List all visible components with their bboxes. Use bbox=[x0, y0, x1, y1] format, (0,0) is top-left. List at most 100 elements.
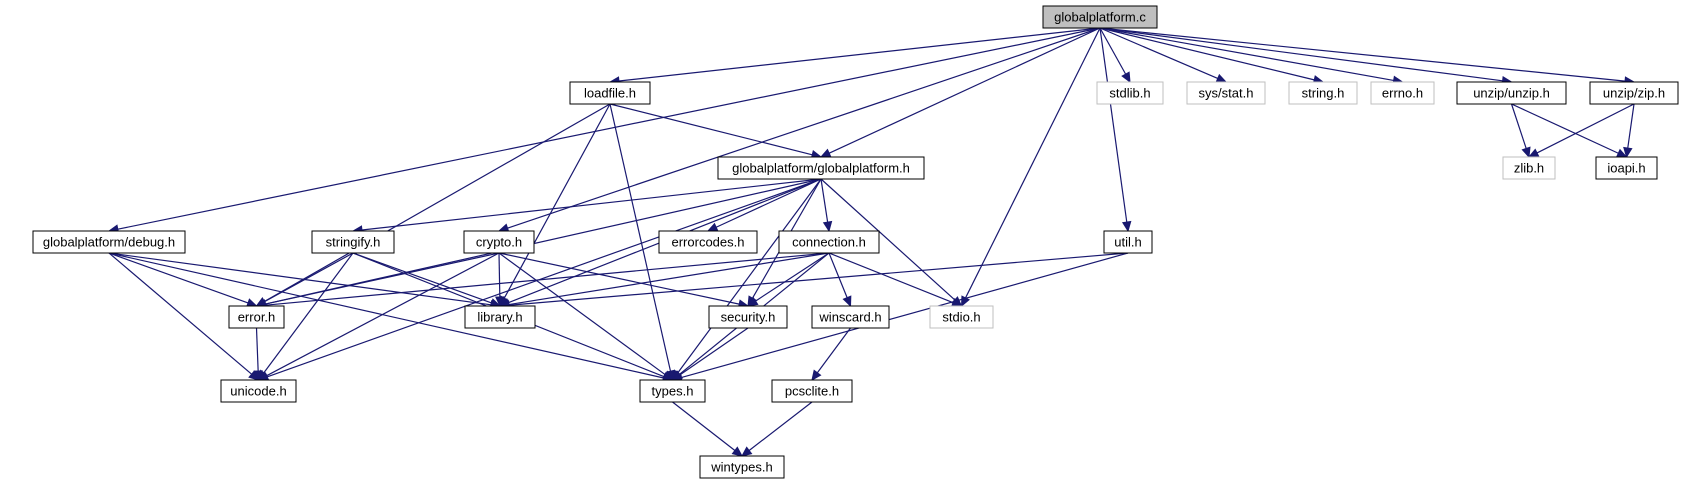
node-label: util.h bbox=[1114, 235, 1141, 250]
node-label: globalplatform/debug.h bbox=[43, 235, 175, 250]
node-errorcodes-h[interactable]: errorcodes.h bbox=[658, 230, 758, 254]
edge-line bbox=[1099, 27, 1503, 82]
edge-arrowhead bbox=[741, 446, 753, 457]
node-error-h[interactable]: error.h bbox=[228, 305, 285, 329]
node-label: wintypes.h bbox=[710, 460, 772, 475]
node-box bbox=[463, 230, 535, 254]
edge-line bbox=[266, 252, 500, 377]
edge-line bbox=[828, 27, 1101, 154]
node-connection-h[interactable]: connection.h bbox=[778, 230, 880, 254]
node-box bbox=[32, 230, 186, 254]
node-box bbox=[1370, 81, 1435, 105]
node-unzip-zip-h[interactable]: unzip/zip.h bbox=[1589, 81, 1679, 105]
edge-line bbox=[1627, 103, 1635, 149]
node-winscard-h[interactable]: winscard.h bbox=[811, 305, 890, 329]
node-box bbox=[569, 81, 651, 105]
node-crypto-h[interactable]: crypto.h bbox=[463, 230, 535, 254]
edge-line bbox=[507, 27, 1101, 229]
edge-line bbox=[1099, 27, 1394, 82]
node-box bbox=[639, 379, 706, 403]
edge-gp_gp_h-to-connection_h bbox=[820, 178, 833, 233]
edge-line bbox=[263, 252, 354, 374]
node-box bbox=[1502, 156, 1556, 180]
edge-connection_h-to-error_h bbox=[255, 252, 830, 310]
node-stdio-h: stdio.h bbox=[929, 305, 994, 329]
node-stringify-h[interactable]: stringify.h bbox=[311, 230, 395, 254]
edge-unzip_unzip_h-to-zlib_h bbox=[1510, 103, 1531, 159]
edge-arrowhead bbox=[819, 148, 832, 158]
node-types-h[interactable]: types.h bbox=[639, 379, 706, 403]
edge-loadfile_h-to-error_h bbox=[255, 103, 611, 307]
graph-nodes: globalplatform.c loadfile.h stdlib.h sys/st… bbox=[32, 5, 1679, 479]
edge-line bbox=[508, 252, 1129, 306]
node-label: stringify.h bbox=[326, 235, 381, 250]
node-label: errorcodes.h bbox=[672, 235, 745, 250]
node-sys-stat-h: sys/stat.h bbox=[1186, 81, 1266, 105]
node-label: types.h bbox=[652, 384, 694, 399]
edge-line bbox=[1536, 103, 1635, 154]
edge-line bbox=[1511, 103, 1619, 154]
edge-loadfile_h-to-library_h bbox=[499, 103, 611, 308]
edge-crypto_h-to-unicode_h bbox=[257, 252, 500, 381]
node-string-h: string.h bbox=[1288, 81, 1358, 105]
node-errno-h: errno.h bbox=[1370, 81, 1435, 105]
node-box bbox=[699, 455, 785, 479]
node-box bbox=[708, 305, 788, 329]
edge-line bbox=[108, 252, 492, 306]
edge-arrowhead bbox=[1121, 71, 1131, 84]
edge-arrowhead bbox=[731, 446, 743, 457]
edge-gp_gp_h-to-types_h bbox=[671, 178, 822, 381]
edge-line bbox=[828, 252, 848, 298]
node-box bbox=[464, 305, 536, 329]
node-box bbox=[1103, 230, 1153, 254]
node-pcsclite-h[interactable]: pcsclite.h bbox=[771, 379, 853, 403]
node-label: errno.h bbox=[1382, 86, 1423, 101]
node-label: globalplatform/globalplatform.h bbox=[732, 161, 910, 176]
edge-line bbox=[264, 103, 611, 303]
edge-crypto_h-to-types_h bbox=[498, 252, 674, 381]
node-gp-gp-h[interactable]: globalplatform/globalplatform.h bbox=[717, 156, 925, 180]
node-security-h[interactable]: security.h bbox=[708, 305, 788, 329]
node-unzip-unzip-h[interactable]: unzip/unzip.h bbox=[1456, 81, 1567, 105]
node-box bbox=[1042, 5, 1158, 29]
node-ioapi-h[interactable]: ioapi.h bbox=[1595, 156, 1658, 180]
node-box bbox=[778, 230, 880, 254]
node-zlib-h: zlib.h bbox=[1502, 156, 1556, 180]
edge-line bbox=[265, 252, 830, 306]
edge-util_h-to-library_h bbox=[498, 252, 1129, 310]
edge-arrowhead bbox=[253, 370, 263, 382]
edge-line bbox=[672, 401, 736, 451]
edge-line bbox=[609, 103, 813, 156]
edge-arrowhead bbox=[811, 369, 822, 381]
edge-arrowhead bbox=[1521, 146, 1531, 159]
edge-gp_debug_h-to-error_h bbox=[108, 252, 258, 308]
edge-winscard_h-to-pcsclite_h bbox=[811, 327, 851, 381]
edge-arrowhead bbox=[746, 296, 759, 307]
node-gp-debug-h[interactable]: globalplatform/debug.h bbox=[32, 230, 186, 254]
edge-crypto_h-to-library_h bbox=[495, 252, 505, 308]
edge-line bbox=[816, 327, 851, 374]
edge-line bbox=[618, 27, 1101, 82]
edge-line bbox=[264, 252, 354, 303]
node-util-h[interactable]: util.h bbox=[1103, 230, 1153, 254]
node-label: connection.h bbox=[792, 235, 866, 250]
node-library-h[interactable]: library.h bbox=[464, 305, 536, 329]
node-stdlib-h: stdlib.h bbox=[1096, 81, 1164, 105]
edge-line bbox=[1099, 27, 1626, 82]
edge-line bbox=[108, 252, 664, 379]
edge-arrowhead bbox=[1121, 220, 1132, 233]
edge-globalplatform_c-to-util_h bbox=[1099, 27, 1132, 233]
edge-arrowhead bbox=[1623, 146, 1633, 159]
node-wintypes-h[interactable]: wintypes.h bbox=[699, 455, 785, 479]
node-globalplatform-c: globalplatform.c bbox=[1042, 5, 1158, 29]
node-label: unicode.h bbox=[230, 384, 286, 399]
edge-line bbox=[266, 178, 822, 378]
node-loadfile-h[interactable]: loadfile.h bbox=[569, 81, 651, 105]
edge-globalplatform_c-to-gp_debug_h bbox=[107, 27, 1101, 234]
edge-types_h-to-wintypes_h bbox=[672, 401, 743, 457]
node-unicode-h[interactable]: unicode.h bbox=[220, 379, 297, 403]
edge-error_h-to-unicode_h bbox=[253, 327, 263, 382]
edge-globalplatform_c-to-stdio_h bbox=[960, 27, 1101, 308]
node-label: crypto.h bbox=[476, 235, 522, 250]
node-label: zlib.h bbox=[1514, 161, 1544, 176]
